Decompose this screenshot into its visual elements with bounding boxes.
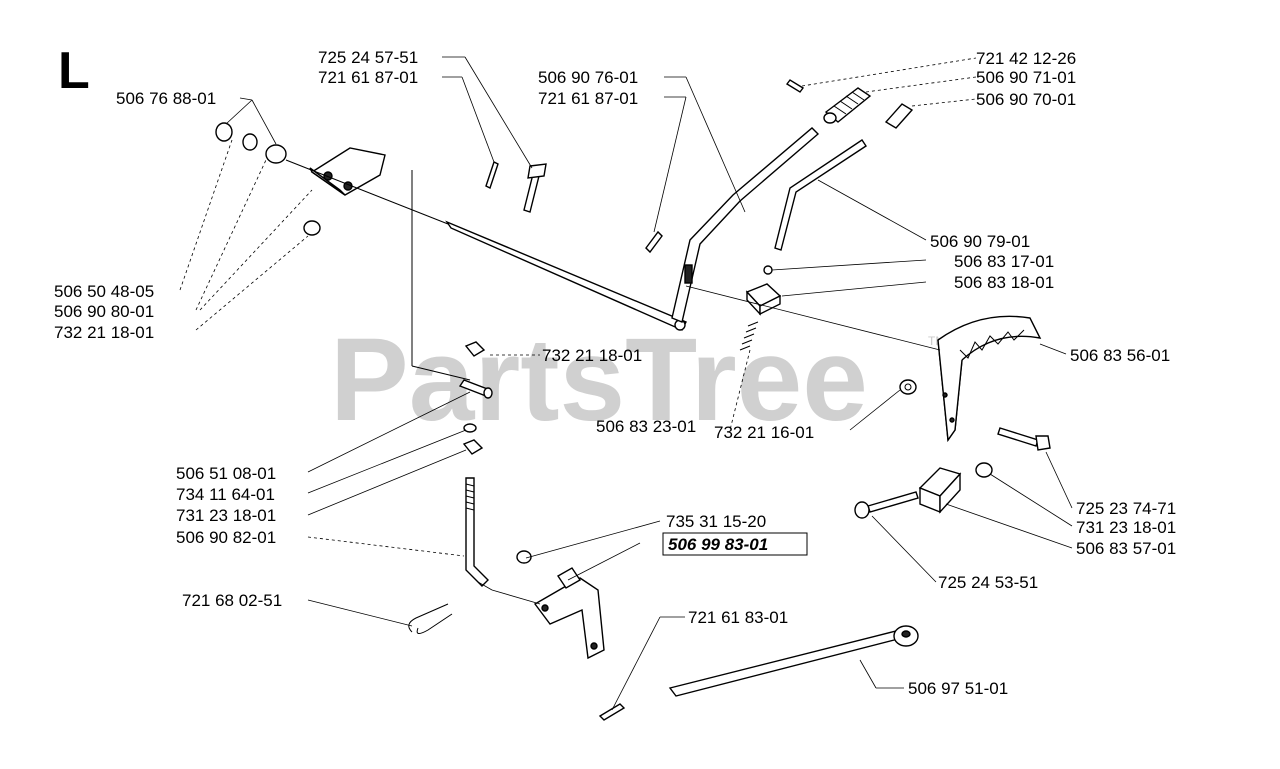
label-506-83-18-01: 506 83 18-01 — [954, 273, 1054, 292]
label-506-90-70-01: 506 90 70-01 — [976, 90, 1076, 109]
label-506-90-76-01: 506 90 76-01 — [538, 68, 638, 87]
label-506-90-79-01: 506 90 79-01 — [930, 232, 1030, 251]
part-labels: 721 42 12-26 506 90 71-01 506 90 70-01 7… — [54, 48, 1176, 698]
label-732-21-18-01-b: 732 21 18-01 — [542, 346, 642, 365]
label-721-68-02-51: 721 68 02-51 — [182, 591, 282, 610]
label-725-24-57-51: 725 24 57-51 — [318, 48, 418, 67]
cotter-pin-1 — [485, 161, 499, 189]
cotter-pin-721-61-83 — [598, 703, 626, 721]
label-506-83-23-01: 506 83 23-01 — [596, 417, 696, 436]
label-506-99-83-01[interactable]: 506 99 83-01 — [668, 535, 768, 554]
nut-left — [303, 220, 321, 236]
label-721-61-87-01-a: 721 61 87-01 — [318, 68, 418, 87]
spring — [739, 321, 759, 351]
small-pin — [785, 79, 805, 93]
threaded-rod — [465, 477, 489, 587]
handle-grip — [823, 87, 872, 124]
label-506-83-57-01: 506 83 57-01 — [1076, 539, 1176, 558]
small-ball — [763, 265, 773, 275]
label-732-21-16-01: 732 21 16-01 — [714, 423, 814, 442]
clamp-block — [918, 467, 962, 514]
label-725-23-74-71: 725 23 74-71 — [1076, 499, 1176, 518]
leader-lines — [179, 56, 1073, 711]
detent-block — [745, 283, 782, 316]
label-731-23-18-01-a: 731 23 18-01 — [176, 506, 276, 525]
washer-734-11-64 — [463, 423, 477, 433]
bolt-725-24-57 — [523, 163, 547, 213]
label-506-83-17-01: 506 83 17-01 — [954, 252, 1054, 271]
label-506-83-56-01: 506 83 56-01 — [1070, 346, 1170, 365]
label-506-51-08-01: 506 51 08-01 — [176, 464, 276, 483]
watermark: PartsTree — [330, 314, 868, 446]
label-734-11-64-01: 734 11 64-01 — [176, 485, 275, 504]
left-bracket — [309, 147, 386, 196]
label-721-61-83-01: 721 61 83-01 — [688, 608, 788, 627]
label-506-90-82-01: 506 90 82-01 — [176, 528, 276, 547]
washer-left — [215, 122, 287, 164]
axle-line-left — [285, 159, 449, 225]
bolt-725-23-74 — [997, 427, 1051, 451]
dashed-link-2 — [411, 365, 471, 381]
nut-732-21-16 — [899, 379, 917, 395]
bracket-506-99-83 — [516, 550, 605, 660]
label-721-61-87-01-b: 721 61 87-01 — [538, 89, 638, 108]
axle-rod — [445, 220, 687, 331]
nut-731-23-18-right — [975, 462, 993, 478]
label-506-97-51-01: 506 97 51-01 — [908, 679, 1008, 698]
hairpin-clip — [408, 603, 453, 634]
label-731-23-18-01-b: 731 23 18-01 — [1076, 518, 1176, 537]
link-rod — [668, 625, 919, 697]
highlight-box — [662, 532, 808, 556]
cotter-pin-2 — [645, 230, 663, 254]
toothed-sector — [937, 315, 1042, 442]
section-letter: L — [58, 42, 90, 100]
label-506-50-48-05: 506 50 48-05 — [54, 282, 154, 301]
label-506-90-80-01: 506 90 80-01 — [54, 302, 154, 321]
second-rod — [774, 103, 914, 251]
label-725-24-53-51: 725 24 53-51 — [938, 573, 1038, 592]
nut-732-21-18 — [464, 341, 486, 357]
bolt-725-24-53 — [854, 491, 919, 519]
label-506-76-88-01: 506 76 88-01 — [116, 89, 216, 108]
nut-731-23-18-left — [462, 439, 484, 455]
handle-lever — [671, 127, 820, 323]
label-735-31-15-20: 735 31 15-20 — [666, 512, 766, 531]
label-721-42-12-26: 721 42 12-26 — [976, 49, 1076, 68]
label-732-21-18-01-a: 732 21 18-01 — [54, 323, 154, 342]
label-506-90-71-01: 506 90 71-01 — [976, 68, 1076, 87]
pin-506-51-08 — [458, 379, 493, 399]
